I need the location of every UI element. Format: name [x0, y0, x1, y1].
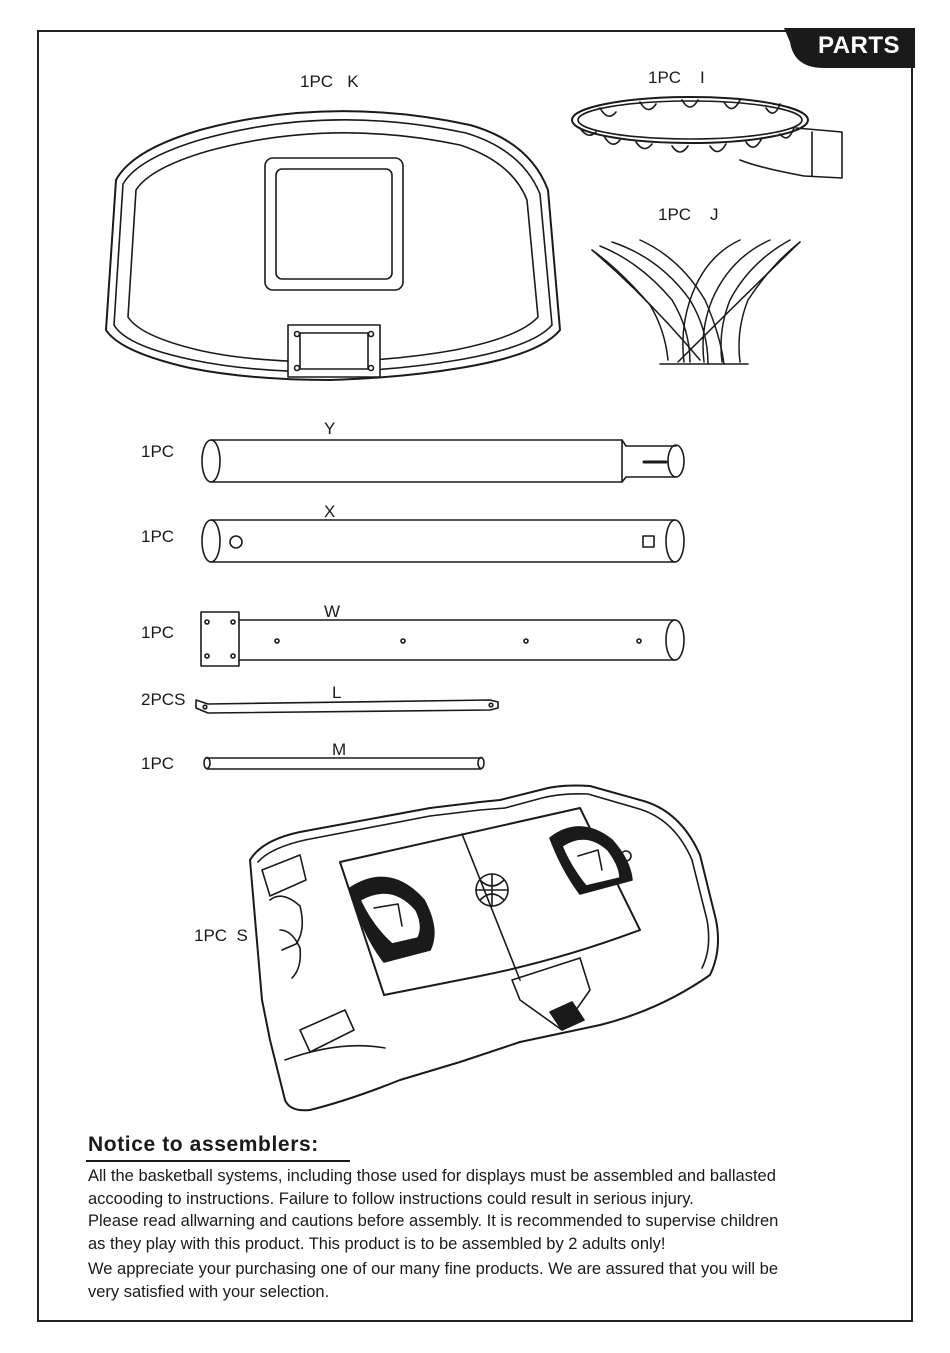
part-k-qty: 1PC	[300, 72, 334, 91]
brace-l-drawing	[195, 699, 499, 714]
part-l-letter: L	[332, 683, 342, 702]
notice-line: Please read allwarning and cautions befo…	[88, 1212, 779, 1230]
notice-paragraph-1: All the basketball systems, including th…	[88, 1165, 878, 1255]
parts-tab-label: PARTS	[818, 32, 901, 59]
rod-m-drawing	[203, 756, 485, 770]
backboard-k-drawing	[105, 110, 561, 381]
notice-line: very satisfied with your selection.	[88, 1282, 330, 1301]
net-j-drawing	[591, 239, 801, 365]
notice-title: Notice to assemblers:	[88, 1133, 319, 1156]
part-m-qty: 1PC	[141, 754, 175, 773]
part-s-label: 1PC S	[194, 926, 248, 946]
part-j-label: 1PC J	[658, 205, 718, 225]
part-s-qty: 1PC	[194, 926, 228, 945]
page-frame	[37, 30, 913, 1322]
notice-line: All the basketball systems, including th…	[88, 1167, 776, 1185]
tube-x-drawing	[201, 519, 685, 563]
notice-line: accooding to instructions. Failure to fo…	[88, 1189, 694, 1208]
part-i-label: 1PC I	[648, 68, 705, 88]
part-k-letter: K	[347, 72, 359, 91]
notice-paragraph-2: We appreciate your purchasing one of our…	[88, 1258, 878, 1303]
part-x-qty: 1PC	[141, 527, 175, 546]
part-y-qty: 1PC	[141, 442, 175, 461]
base-s-drawing	[249, 784, 719, 1112]
part-x-letter: X	[324, 502, 336, 521]
notice-line: as they play with this product. This pro…	[88, 1234, 666, 1253]
part-l-qty: 2PCS	[141, 690, 186, 709]
part-j-letter: J	[709, 205, 719, 224]
notice-title-underline	[86, 1160, 350, 1162]
part-y-letter: Y	[324, 419, 336, 438]
rim-i-drawing	[571, 96, 843, 179]
part-m-letter: M	[332, 740, 347, 759]
part-i-letter: I	[699, 68, 705, 87]
part-j-qty: 1PC	[658, 205, 692, 224]
part-w-letter: W	[324, 602, 341, 621]
notice-line: We appreciate your purchasing one of our…	[88, 1260, 779, 1278]
parts-tab	[784, 28, 915, 68]
part-s-letter: S	[236, 926, 248, 945]
part-w-qty: 1PC	[141, 623, 175, 642]
part-i-qty: 1PC	[648, 68, 682, 87]
tube-y-drawing	[201, 439, 685, 483]
tube-w-drawing	[200, 611, 685, 667]
part-k-label: 1PC K	[300, 72, 359, 92]
